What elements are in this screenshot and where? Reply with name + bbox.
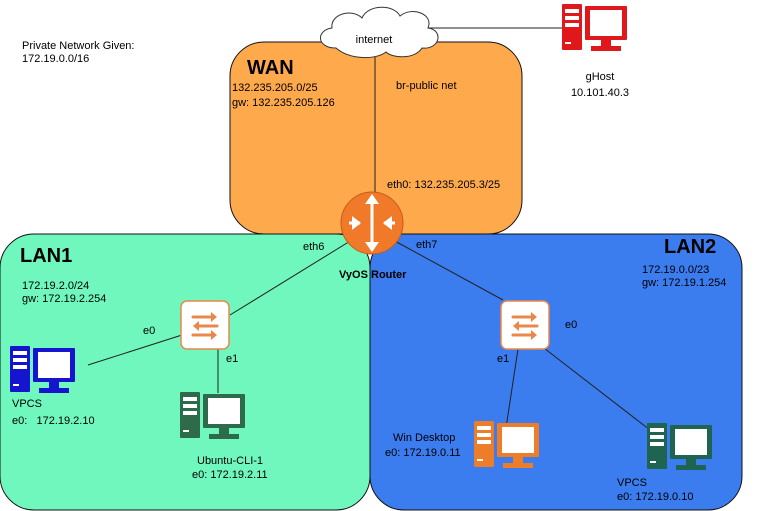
lan2-switch-icon[interactable] [499,299,551,351]
internet-cloud-icon [320,6,439,58]
router-eth6-label: eth6 [303,241,324,253]
wan-title: WAN [247,57,294,79]
ghost-ip: 10.101.40.3 [571,87,629,99]
link-router-switch1 [229,234,361,316]
note-line1: Private Network Given: [22,40,134,52]
cloud-label: internet [356,34,393,46]
link-switch2-vpcs [539,344,651,431]
lan2-vpcs-name: VPCS [617,477,647,489]
router-eth0-label: eth0: 132.235.205.3/25 [387,179,500,191]
links [87,27,651,431]
link-switch1-vpcs [87,334,183,366]
lan1-vpcs-ip: e0: 172.19.2.10 [12,415,95,427]
ghost-host-icon[interactable] [562,4,627,51]
link-router-switch2 [392,239,504,301]
link-switch2-win [505,348,519,429]
wan-subnet: 132.235.205.0/25 [232,82,318,94]
router-eth7-label: eth7 [416,239,437,251]
lan2-switch-e1: e1 [497,353,509,365]
lan1-gateway: gw: 172.19.2.254 [22,293,106,305]
lan1-switch-icon[interactable] [179,299,231,351]
lan2-title: LAN2 [664,236,716,258]
win-desktop-name: Win Desktop [393,432,455,444]
lan2-gateway: gw: 172.19.1.254 [642,277,726,289]
ubuntu-ip: e0: 172.19.2.11 [192,469,268,481]
note-line2: 172.19.0.0/16 [22,53,89,65]
ghost-name: gHost [586,71,615,83]
lan1-switch-e1: e1 [226,353,238,365]
lan1-switch-e0: e0 [143,325,155,337]
lan1-zone [0,233,371,511]
lan1-title: LAN1 [20,245,72,267]
ubuntu-name: Ubuntu-CLI-1 [197,455,263,467]
router-icon[interactable] [340,191,404,255]
win-desktop-ip: e0: 172.19.0.11 [385,447,461,459]
wan-gateway: gw: 132.235.205.126 [232,97,335,109]
lan1-subnet: 172.19.2.0/24 [22,280,89,292]
wan-bridge-label: br-public net [396,80,457,92]
lan1-vpcs-name: VPCS [12,398,42,410]
lan2-vpcs-ip: e0: 172.19.0.10 [617,491,693,503]
lan2-subnet: 172.19.0.0/23 [642,264,709,276]
lan2-switch-e0: e0 [565,319,577,331]
router-label: VyOS Router [339,269,407,281]
